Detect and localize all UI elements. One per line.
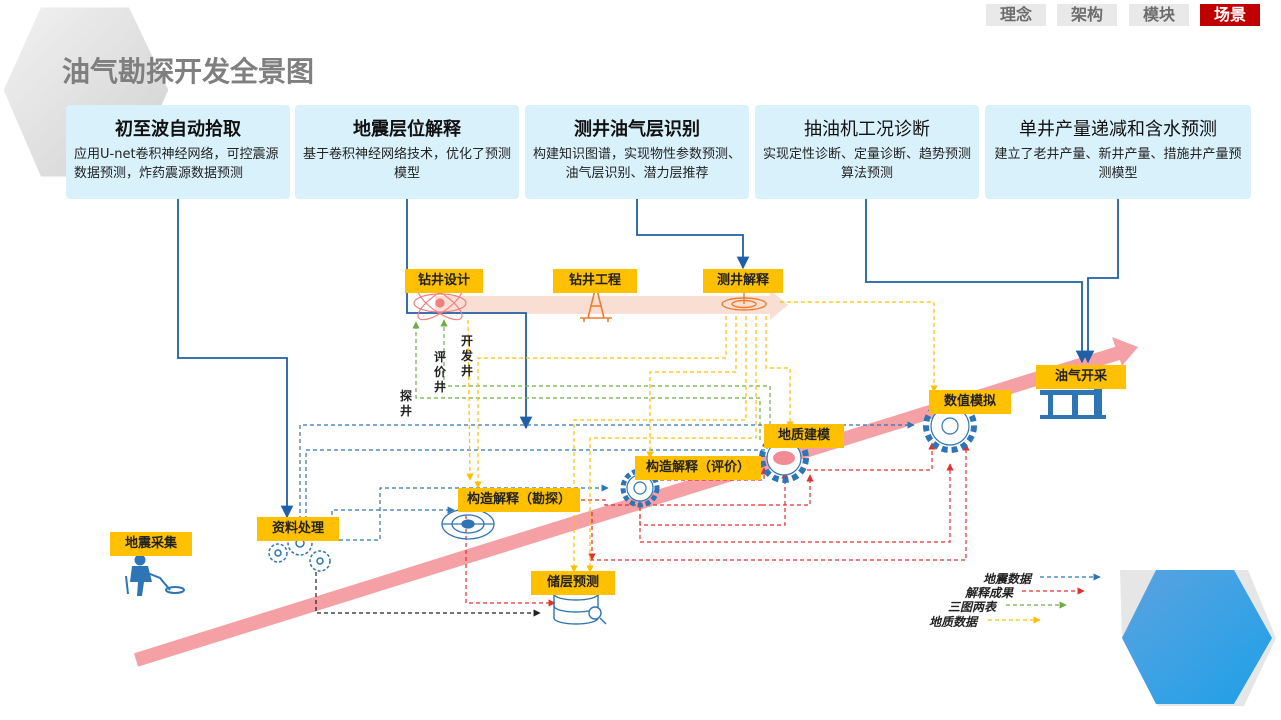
capability-title: 地震层位解释 xyxy=(353,119,461,140)
legend-lines xyxy=(988,573,1101,624)
stage-oil-gas-production[interactable]: 油气开采 xyxy=(1036,365,1126,389)
capability-desc: 应用U-net卷积神经网络，可控震源数据预测，炸药震源数据预测 xyxy=(74,147,279,181)
stage-geological-modeling[interactable]: 地质建模 xyxy=(764,424,844,448)
capability-title: 测井油气层识别 xyxy=(574,119,700,140)
legend-geology-data: 地质数据 xyxy=(929,615,978,629)
seismic-target-icon xyxy=(441,508,495,540)
stage-seismic-acquisition[interactable]: 地震采集 xyxy=(110,532,192,556)
capability-connectors xyxy=(177,199,1119,519)
tab-scenarios[interactable]: 场景 xyxy=(1200,4,1260,26)
capability-seismic-horizon[interactable]: 地震层位解释 基于卷积神经网络技术，优化了预测模型 xyxy=(295,105,519,199)
capability-desc: 基于卷积神经网络技术，优化了预测模型 xyxy=(303,147,512,181)
label-development-well: 开发井 xyxy=(460,334,473,378)
well-log-icon xyxy=(721,292,767,311)
tab-concept[interactable]: 理念 xyxy=(986,4,1046,26)
surveyor-icon xyxy=(125,554,185,596)
decor-hexagon-bottom-right xyxy=(1120,570,1276,706)
drilling-chain-arrow xyxy=(435,290,788,320)
capability-desc: 实现定性诊断、定量诊断、趋势预测算法预测 xyxy=(763,147,972,181)
stage-drilling-engineering[interactable]: 钻井工程 xyxy=(553,269,637,293)
capability-production-forecast[interactable]: 单井产量递减和含水预测 建立了老井产量、新井产量、措施井产量预测模型 xyxy=(985,105,1251,199)
stage-data-processing[interactable]: 资料处理 xyxy=(257,517,339,541)
legend-maps-tables: 三图两表 xyxy=(948,600,997,614)
label-exploration-well: 探井 xyxy=(399,389,412,418)
pumpjack-icon xyxy=(1040,388,1106,419)
processing-to-reservoir-flow xyxy=(315,572,541,617)
legend-interpretation-results: 解释成果 xyxy=(965,586,1014,600)
gear-icon-evaluation xyxy=(620,468,660,508)
stage-reservoir-prediction[interactable]: 储层预测 xyxy=(531,571,615,595)
stage-structural-interp-exploration[interactable]: 构造解释（勘探） xyxy=(458,488,580,512)
capability-first-break-picking[interactable]: 初至波自动拾取 应用U-net卷积神经网络，可控震源数据预测，炸药震源数据预测 xyxy=(66,105,290,199)
capability-pump-diagnosis[interactable]: 抽油机工况诊断 实现定性诊断、定量诊断、趋势预测算法预测 xyxy=(755,105,979,199)
stage-drilling-design[interactable]: 钻井设计 xyxy=(405,269,483,293)
capability-desc: 构建知识图谱，实现物性参数预测、油气层识别、潜力层推荐 xyxy=(533,147,742,181)
capability-well-log-identification[interactable]: 测井油气层识别 构建知识图谱，实现物性参数预测、油气层识别、潜力层推荐 xyxy=(525,105,749,199)
stage-well-log-interpretation[interactable]: 测井解释 xyxy=(703,269,783,293)
stage-structural-interp-evaluation[interactable]: 构造解释（评价） xyxy=(635,456,761,480)
capability-desc: 建立了老井产量、新井产量、措施井产量预测模型 xyxy=(994,147,1242,181)
capability-title: 抽油机工况诊断 xyxy=(804,119,930,140)
stage-numerical-simulation[interactable]: 数值模拟 xyxy=(929,390,1011,414)
tab-architecture[interactable]: 架构 xyxy=(1057,4,1117,26)
label-appraisal-well: 评价井 xyxy=(433,350,446,394)
page-title: 油气勘探开发全景图 xyxy=(62,55,315,88)
capability-title: 单井产量递减和含水预测 xyxy=(1019,119,1217,140)
legend-seismic-data: 地震数据 xyxy=(983,572,1032,586)
tab-modules[interactable]: 模块 xyxy=(1129,4,1189,26)
map-table-flows xyxy=(412,319,771,440)
capability-title: 初至波自动拾取 xyxy=(115,119,241,140)
